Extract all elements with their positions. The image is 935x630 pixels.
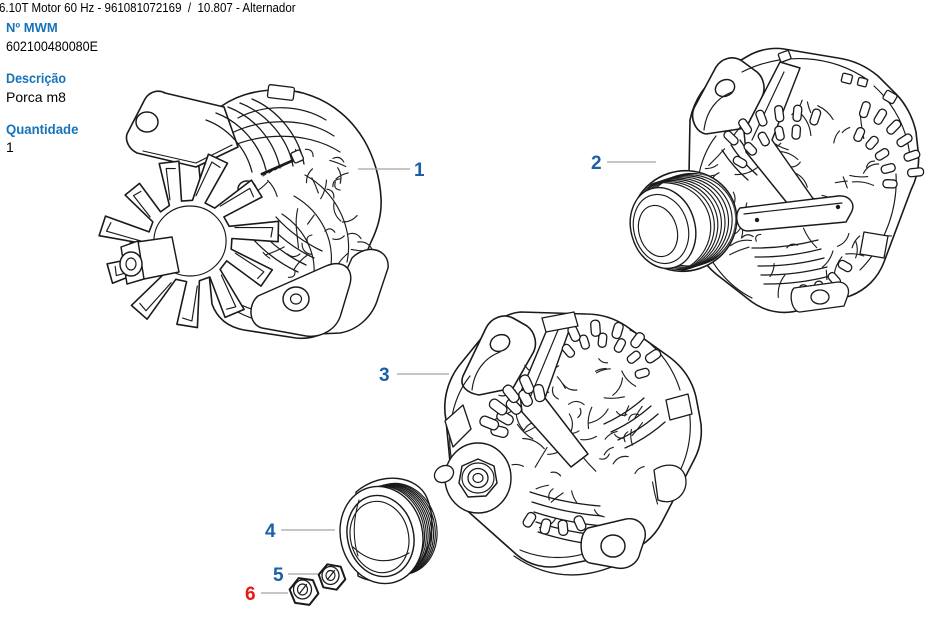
svg-text:6: 6 (245, 584, 256, 605)
svg-text:1: 1 (414, 160, 425, 181)
svg-text:3: 3 (379, 365, 390, 386)
svg-text:4: 4 (265, 521, 276, 542)
svg-text:2: 2 (591, 153, 602, 174)
svg-text:5: 5 (273, 565, 284, 586)
